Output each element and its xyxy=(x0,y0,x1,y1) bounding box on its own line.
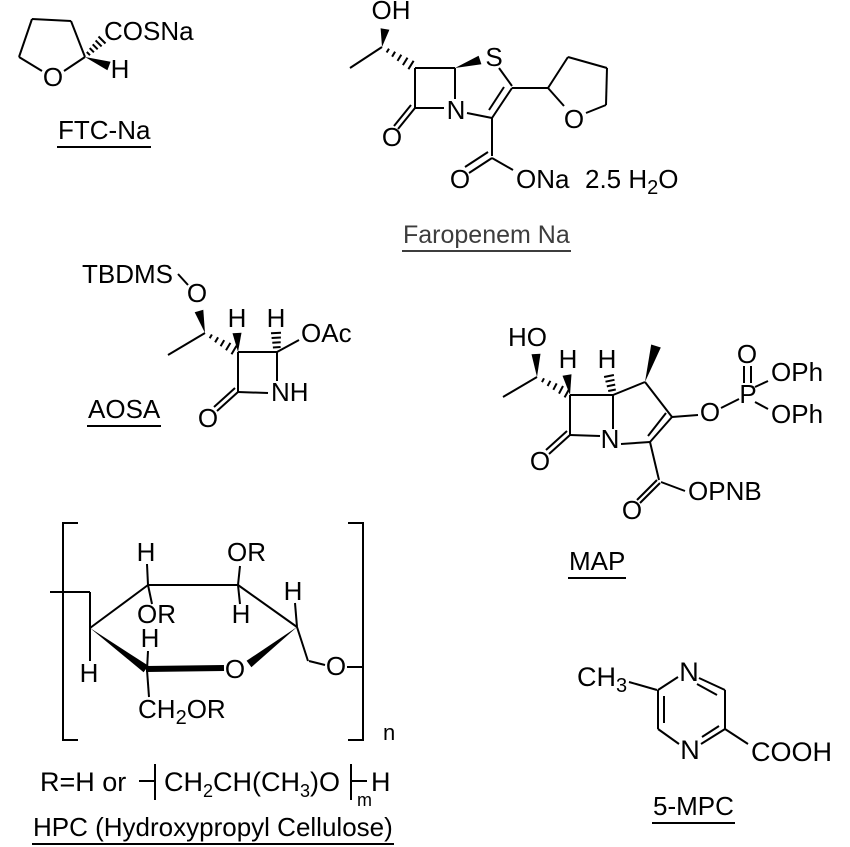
r-definition-terminal-h: H xyxy=(371,767,391,797)
atom-label-tbdms: TBDMS xyxy=(82,259,173,289)
wedge-bond-otbdms xyxy=(194,309,205,333)
atom-label-p: P xyxy=(739,379,756,409)
hydrate-label: 2.5 H2O xyxy=(585,164,679,199)
hpc-bonds xyxy=(50,563,362,698)
hash-bond-h4 xyxy=(270,331,282,349)
atom-label-ch3: CH3 xyxy=(577,662,627,697)
atom-label-ring-o: O xyxy=(43,62,63,92)
atom-label-lactam-o: O xyxy=(198,403,218,433)
atom-label-opnb: OPNB xyxy=(688,476,762,506)
wedge-bond-ho xyxy=(531,353,541,377)
atom-label-ester-o: O xyxy=(622,495,642,525)
ftc-na-bonds xyxy=(18,18,86,72)
mpc-label: 5-MPC xyxy=(652,791,735,825)
atom-label-ho: HO xyxy=(508,322,547,352)
faropenem-structure: OH S N O O O ONa 2.5 H2O xyxy=(349,0,679,199)
atom-label-acid-o: O xyxy=(450,164,470,194)
wedge-bond-s xyxy=(455,55,482,68)
ftc-na-structure: O COSNa H xyxy=(18,16,194,92)
hpc-brackets xyxy=(62,522,364,741)
atom-label-link-o: O xyxy=(326,651,346,681)
atom-label-or-c2-up: OR xyxy=(227,537,266,567)
r-definition-prefix: R=H or xyxy=(40,767,126,797)
atom-label-cosna: COSNa xyxy=(104,16,194,46)
wedge-bond-ch3 xyxy=(645,344,661,382)
atom-label-ring-o: O xyxy=(225,654,245,684)
wedge-bond-front-right xyxy=(246,627,297,668)
atom-label-h-c3-up: H xyxy=(137,537,156,567)
atom-label-p-double-o: O xyxy=(737,339,757,369)
atom-label-n: N xyxy=(601,424,620,454)
atom-label-h-left: H xyxy=(228,303,247,333)
atom-label-n-top: N xyxy=(679,657,699,687)
atom-label-h-c2-down: H xyxy=(232,599,251,629)
r-definition-chain: CH2CH(CH3)O xyxy=(164,767,340,801)
faropenem-label: Faropenem Na xyxy=(402,221,571,252)
atom-label-h-right: H xyxy=(598,344,617,374)
hash-bond-c6 xyxy=(541,377,571,398)
map-label: MAP xyxy=(568,546,627,580)
wedge-bond-oh xyxy=(380,28,390,47)
right-bracket xyxy=(348,522,364,741)
map-bonds xyxy=(502,366,769,504)
atom-label-h-right: H xyxy=(267,303,286,333)
hpc-label: HPC (Hydroxypropyl Cellulose) xyxy=(32,812,394,846)
atom-label-o: O xyxy=(187,278,207,308)
wedge-bond-h6 xyxy=(562,374,572,395)
atom-label-oac: OAc xyxy=(301,318,352,348)
atom-label-or-c3-down: OR xyxy=(137,599,176,629)
atom-label-h-c4-down: H xyxy=(80,658,99,688)
atom-label-s: S xyxy=(485,42,502,72)
wedge-bond-h xyxy=(85,57,111,71)
hpc-structure: H OR OR H H H H O O CH2OR n R=H or CH2CH… xyxy=(40,522,395,810)
atom-label-ch2or: CH2OR xyxy=(138,694,226,729)
r-definition-m-subscript: m xyxy=(357,790,372,810)
hash-bond-cosna xyxy=(86,35,107,56)
aosa-label: AOSA xyxy=(87,394,162,428)
atom-label-thf-o: O xyxy=(564,104,584,134)
hpc-r-definition: R=H or CH2CH(CH3)O m H xyxy=(40,764,391,810)
atom-label-nh: NH xyxy=(271,377,309,407)
atom-label-h-c1-up: H xyxy=(284,576,303,606)
atom-label-cooh: COOH xyxy=(751,737,832,767)
atom-label-n-bottom: N xyxy=(680,735,700,765)
left-bracket xyxy=(62,522,78,741)
hash-bond-c6 xyxy=(385,48,415,70)
atom-label-lactam-o: O xyxy=(382,122,402,152)
atom-label-h-left: H xyxy=(559,344,578,374)
atom-label-oh: OH xyxy=(372,0,411,25)
hash-bond-h5 xyxy=(603,374,616,392)
map-structure: HO H H N O O P O OPh OPh O OPNB xyxy=(502,322,823,525)
atom-label-oph-top: OPh xyxy=(771,357,823,387)
wedge-bond-front-left xyxy=(90,628,149,673)
hash-bond-c3 xyxy=(208,333,238,355)
wedge-bond-h3 xyxy=(232,332,242,352)
aosa-bonds xyxy=(167,273,300,412)
mpc-bonds xyxy=(628,676,749,745)
atom-label-n: N xyxy=(447,95,466,125)
atom-label-h: H xyxy=(111,54,130,84)
mpc-structure: CH3 N N COOH xyxy=(577,657,832,767)
aosa-structure: TBDMS O H H OAc NH O xyxy=(82,259,352,433)
atom-label-ona: ONa xyxy=(516,164,570,194)
atom-label-enol-o: O xyxy=(700,397,720,427)
ftc-na-label: FTC-Na xyxy=(57,115,152,149)
faropenem-bonds xyxy=(349,46,608,174)
atom-label-h-c5-up: H xyxy=(141,623,160,653)
atom-label-lactam-o: O xyxy=(530,446,550,476)
repeat-subscript-n: n xyxy=(383,720,395,745)
atom-label-oph-bottom: OPh xyxy=(771,399,823,429)
